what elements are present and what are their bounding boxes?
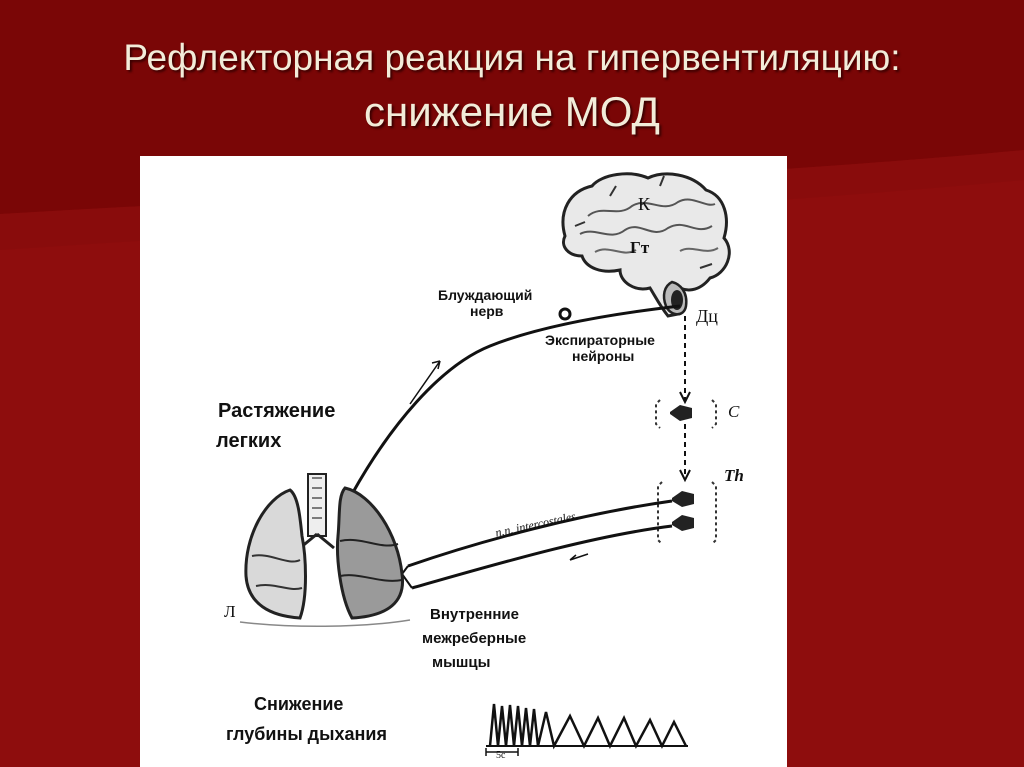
efferent-arrow [569,553,589,561]
label-result-1: Снижение [254,694,344,714]
label-expiratory-neurons-1: Экспираторные [545,332,655,348]
label-lungs: Л [224,602,236,621]
label-muscles-2: межреберные [422,630,527,647]
intercostal-nerve-upper [407,499,673,568]
title-line-1: Рефлекторная реакция на гипервентиляцию: [123,37,901,78]
reflex-diagram [239,172,731,756]
label-vagus-nerve-1: Блуждающий [438,287,533,303]
diagram-panel: К Гт Дц Блуждающий нерв Экспираторные не… [140,156,787,767]
thoracic-spinal-segment [657,481,717,545]
label-thoracic-segment: Th [724,466,744,485]
label-respiratory-center: Дц [696,306,718,326]
label-result-2: глубины дыхания [226,724,387,744]
breathing-trace [485,703,688,756]
afferent-arrow [409,360,441,405]
vagus-ganglion [558,307,572,321]
label-cervical-segment: С [728,402,740,421]
title-line-2: снижение МОД [364,88,660,135]
lungs-drawing [239,473,411,628]
label-muscles-3: мышцы [432,654,491,671]
label-lung-stretch-1: Растяжение [218,400,336,422]
label-muscles-1: Внутренние [430,606,519,623]
cervical-spinal-segment [655,399,717,429]
label-hypothalamus: Гт [630,238,650,257]
label-expiratory-neurons-2: нейроны [572,348,635,364]
intercostal-nerve-lower [411,524,673,590]
label-time-scale: 5с [496,750,506,761]
vagus-nerve-line [350,304,681,495]
brain-drawing [561,172,731,318]
label-vagus-nerve-2: нерв [470,303,504,319]
label-lung-stretch-2: легких [216,430,282,452]
slide-title: Рефлекторная реакция на гипервентиляцию:… [0,34,1024,140]
label-cortex: К [638,194,651,214]
